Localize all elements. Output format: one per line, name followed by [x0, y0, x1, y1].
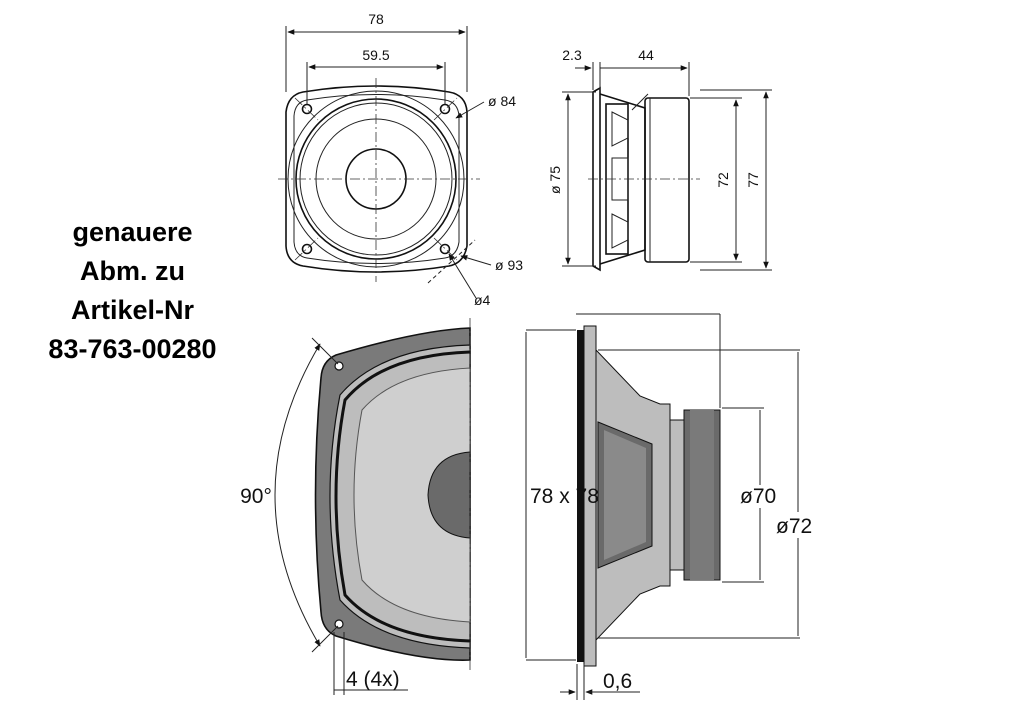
angle-90: 90°: [240, 485, 272, 508]
dim-dia-75: ø 75: [547, 166, 563, 194]
dim-78: 78: [368, 11, 384, 27]
bottom-side-view: 78 x 78 ø70 ø72 0,6: [525, 313, 812, 700]
note-line-3: Artikel-Nr: [70, 295, 195, 325]
note-line-1: genauere: [72, 217, 193, 247]
top-side-view: 2.3 44 ø 75 72 77: [547, 47, 772, 272]
dim-2-3: 2.3: [562, 47, 582, 63]
dim-59-5: 59.5: [362, 47, 389, 63]
note-line-2: Abm. zu: [80, 256, 185, 286]
dim-0-6: 0,6: [603, 670, 632, 693]
dim-dia-70: ø70: [740, 485, 776, 508]
dim-44: 44: [638, 47, 654, 63]
dim-dia-4: ø4: [474, 292, 491, 308]
dim-dia-72: ø72: [776, 515, 812, 538]
top-front-view: 78 59.5 ø 84 ø 93 ø4: [278, 11, 523, 308]
note-line-4: 83-763-00280: [48, 334, 217, 364]
bottom-front-view: 90° 4 (4x): [240, 318, 471, 695]
dim-72-top: 72: [715, 172, 731, 188]
dim-dia-93: ø 93: [495, 257, 523, 273]
dim-78x78: 78 x 78: [530, 485, 599, 508]
dim-dia-84: ø 84: [488, 93, 516, 109]
dim-77: 77: [745, 172, 761, 188]
holes-4x: 4 (4x): [346, 668, 400, 691]
